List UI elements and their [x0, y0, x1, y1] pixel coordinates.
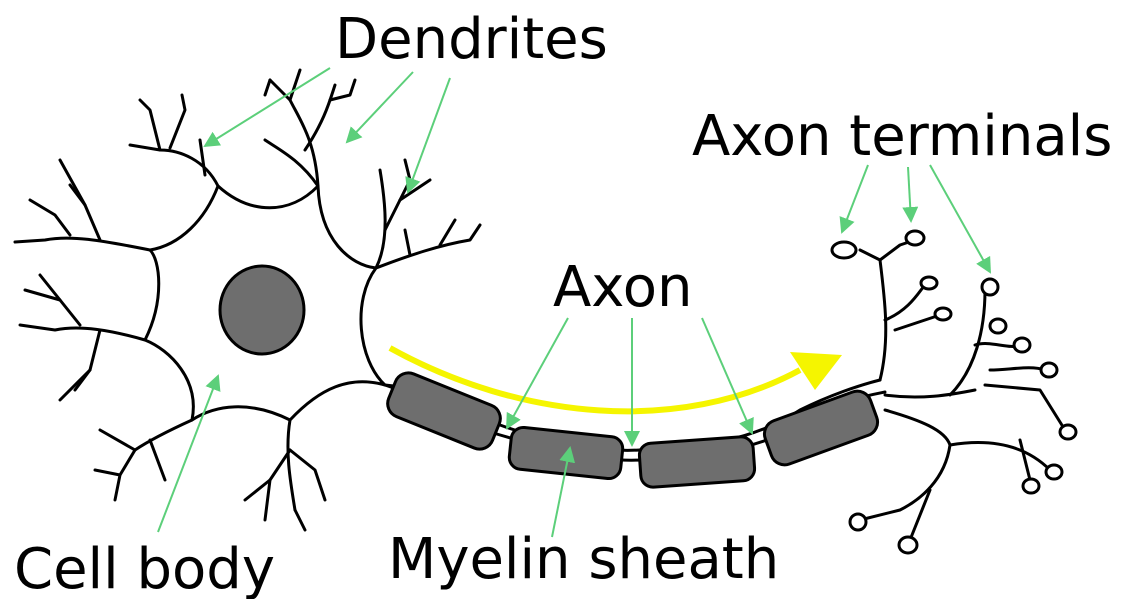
label-axon-terminals: Axon terminals: [692, 104, 1112, 169]
axon-terminals-shape: [832, 231, 1076, 553]
label-axon: Axon: [553, 255, 692, 320]
label-cell-body: Cell body: [14, 537, 275, 599]
nucleus-shape: [220, 266, 304, 354]
label-dendrites: Dendrites: [335, 7, 608, 72]
label-myelin-sheath: Myelin sheath: [388, 527, 779, 592]
